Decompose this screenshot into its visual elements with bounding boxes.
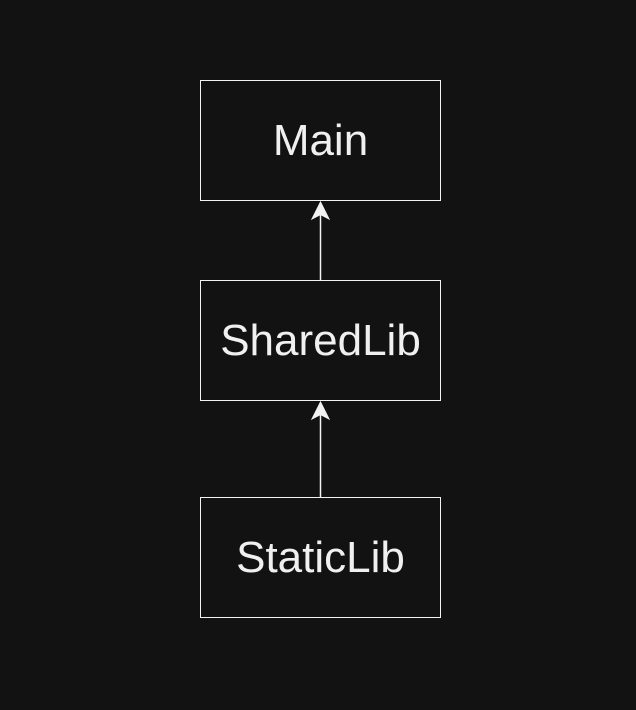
node-sharedlib[interactable]: SharedLib bbox=[200, 280, 441, 401]
node-sharedlib-label: SharedLib bbox=[220, 315, 421, 365]
node-staticlib-label: StaticLib bbox=[236, 532, 405, 582]
node-staticlib[interactable]: StaticLib bbox=[200, 497, 441, 618]
arrowhead-icon bbox=[310, 200, 331, 221]
edge-sharedlib-to-main bbox=[310, 200, 331, 280]
arrowhead-icon bbox=[310, 400, 331, 421]
node-main[interactable]: Main bbox=[200, 80, 441, 201]
node-main-label: Main bbox=[272, 115, 369, 165]
edge-staticlib-to-sharedlib bbox=[310, 400, 331, 497]
